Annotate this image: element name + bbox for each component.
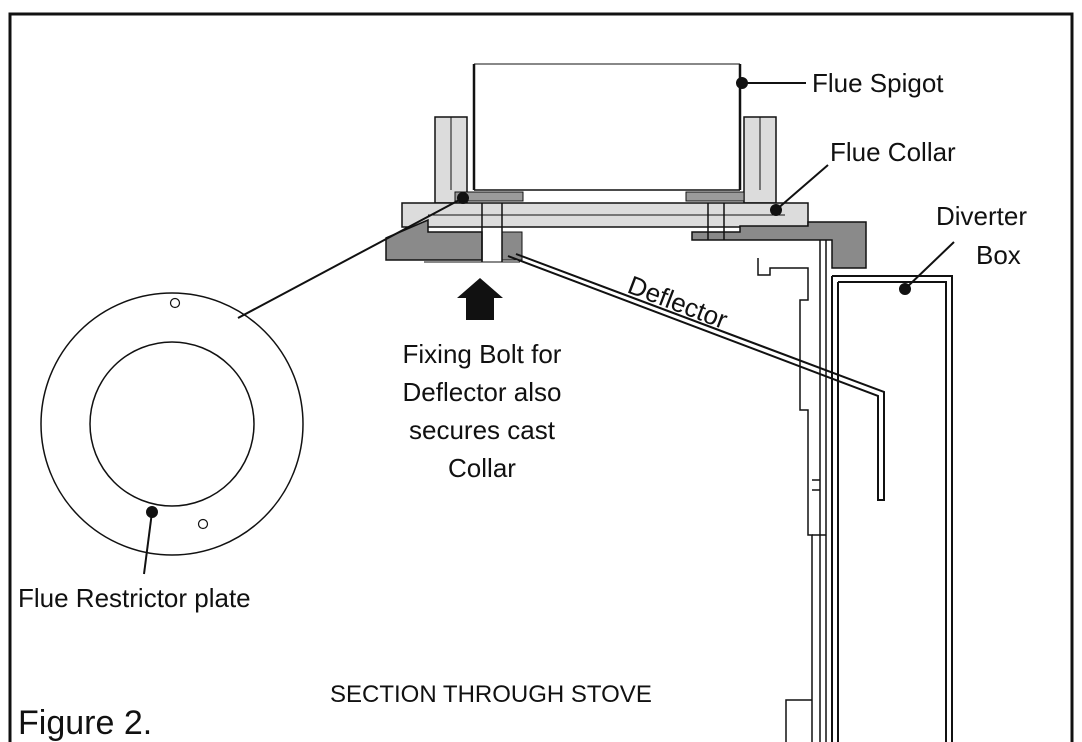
fixing-bolts [481,203,725,262]
section-caption: SECTION THROUGH STOVE [330,681,652,708]
flue-restrictor-plate [40,292,304,556]
diverter-box-label-line2: Box [976,240,1021,270]
flue-collar [401,116,809,228]
flue-spigot [472,63,742,190]
flue-collar-label: Flue Collar [830,137,956,167]
figure-caption: Figure 2. [18,704,152,742]
diverter-box-label-line1: Diverter [936,201,1027,231]
flue-restrictor-plate-label: Flue Restrictor plate [18,583,251,613]
fixing-bolt-label-line4: Collar [448,453,516,483]
deflector-label: Deflector [624,270,732,335]
fixing-bolt-label-line3: secures cast [409,415,556,445]
deflector-plate [507,253,885,501]
stove-inner-walls [757,240,827,742]
figure-frame [8,12,1074,742]
fixing-bolt-label-line2: Deflector also [403,377,562,407]
leader-lines [143,77,955,575]
diverter-box [831,275,953,742]
flue-spigot-label: Flue Spigot [812,68,944,98]
restrictor-plate-section-right [685,191,745,202]
fixing-bolt-label-line1: Fixing Bolt for [403,339,562,369]
bolt-hole-bottom [197,518,209,530]
restrictor-plate-section-left [454,191,524,202]
up-arrow-icon [457,278,503,320]
bolt-hole-top [169,297,181,309]
